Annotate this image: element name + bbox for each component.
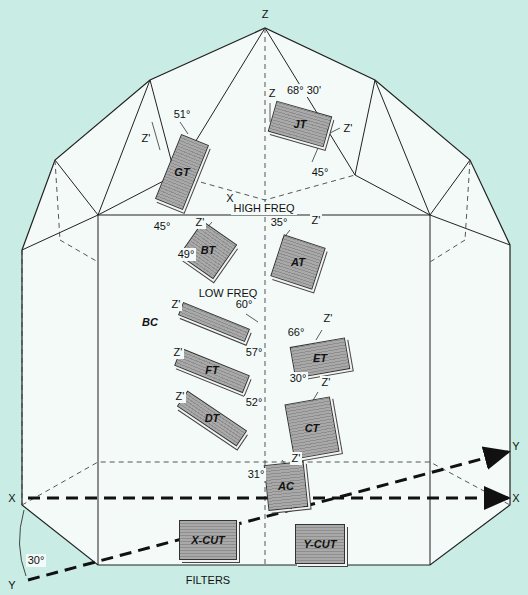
cut-name: AT xyxy=(291,257,305,268)
axis-label: Y xyxy=(510,440,521,453)
angle-label: 60° xyxy=(234,298,255,311)
crystal-cut-plate: BC xyxy=(178,315,250,329)
cut-name: ET xyxy=(313,353,327,364)
crystal-cut-plate: AC xyxy=(266,463,306,509)
angle-label: 45° xyxy=(152,220,173,233)
cut-name: X-CUT xyxy=(191,535,225,546)
axis-label: Z' xyxy=(320,376,333,389)
axis-label: Z xyxy=(260,8,271,21)
axis-label: Z' xyxy=(310,214,323,227)
axis-label: Y xyxy=(6,579,17,592)
angle-label: 66° xyxy=(286,326,307,339)
angle-label: 68° 30' xyxy=(285,84,323,97)
angle-label: 57° xyxy=(244,346,265,359)
angle-label: 49° xyxy=(176,248,197,261)
angle-label: 52° xyxy=(244,396,265,409)
angle-label: 30° xyxy=(288,372,309,385)
cut-name: JT xyxy=(294,119,307,130)
axis-label: Z' xyxy=(170,298,183,311)
crystal-cut-plate: ET xyxy=(292,342,348,374)
axis-label: HIGH FREQ xyxy=(231,202,296,215)
cut-name: BT xyxy=(201,245,216,256)
crystal-cut-plate: DT xyxy=(176,409,248,428)
angle-label: 31° xyxy=(246,468,267,481)
cut-name: DT xyxy=(205,413,220,424)
cut-name: Y-CUT xyxy=(304,539,337,550)
crystal-cut-plate: CT xyxy=(289,400,335,456)
axis-label: Z' xyxy=(194,216,207,229)
crystal-cut-plate: JT xyxy=(271,108,329,140)
axis-label: Z' xyxy=(140,132,153,145)
angle-label: 35° xyxy=(269,216,290,229)
crystal-cut-plate: GT xyxy=(167,137,197,207)
crystal-cut-plate: Y-CUT xyxy=(295,524,345,564)
crystal-cut-plate: X-CUT xyxy=(179,520,237,560)
angle-label: 51° xyxy=(172,108,193,121)
cut-name: FT xyxy=(205,365,218,376)
axis-label: X xyxy=(6,492,17,505)
angle-label: 45° xyxy=(310,166,331,179)
axis-label: X xyxy=(510,492,521,505)
axis-label: Z' xyxy=(290,452,303,465)
crystal-cut-plate: FT xyxy=(175,361,249,380)
cut-name: GT xyxy=(174,167,189,178)
cut-name: AC xyxy=(278,481,294,492)
angle-label: 30° xyxy=(26,554,47,567)
cut-name: CT xyxy=(305,423,320,434)
axis-label: Z' xyxy=(322,312,335,325)
axis-label: Z' xyxy=(342,122,355,135)
axis-label: Z xyxy=(267,87,278,100)
axis-label: Z' xyxy=(172,346,185,359)
axis-label: Z' xyxy=(174,390,187,403)
crystal-cut-plate: AT xyxy=(276,240,320,284)
cut-name: BC xyxy=(142,317,158,328)
axis-label: FILTERS xyxy=(184,574,232,587)
